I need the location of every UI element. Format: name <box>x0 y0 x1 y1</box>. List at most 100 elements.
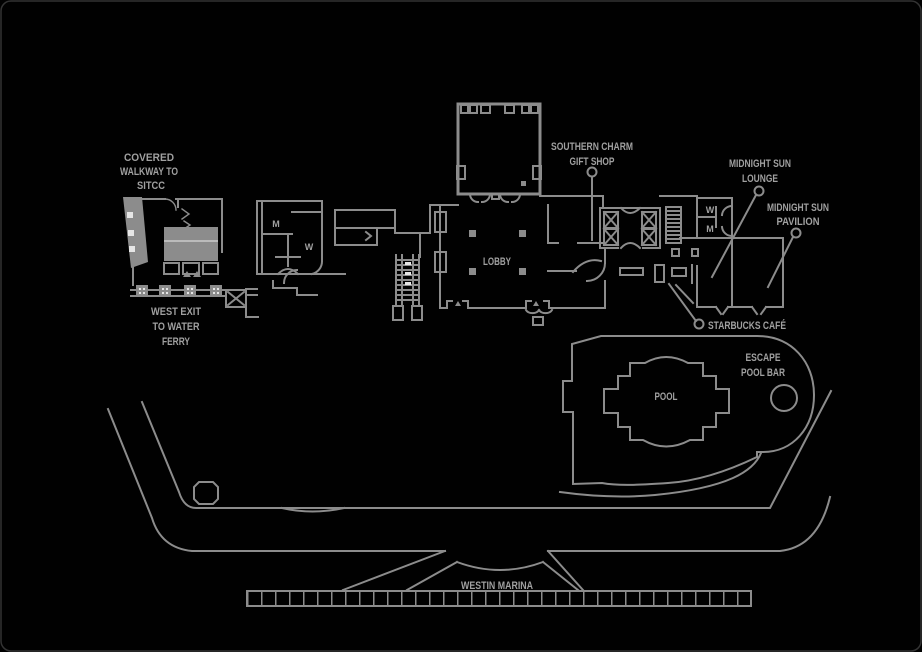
covered-walkway-band <box>123 197 148 268</box>
callout-marker-icon <box>586 166 598 178</box>
pool-outline <box>603 356 730 448</box>
west-annex <box>334 204 431 321</box>
wall-columns <box>456 165 542 180</box>
restroom-men-label: M <box>272 219 280 229</box>
lounge-label-line2: LOUNGE <box>742 173 778 185</box>
escalator-steps <box>395 259 420 301</box>
ballroom <box>456 102 542 204</box>
pool-bar-circle <box>770 384 798 412</box>
reception-desk-block <box>164 227 218 261</box>
door-chevron-icon <box>364 230 373 242</box>
south-vestibule <box>524 308 554 326</box>
marina-dock: WESTIN MARINA <box>246 580 752 607</box>
west-wing-walls <box>130 198 259 318</box>
gift-shop-label-line1: SOUTHERN CHARM <box>551 141 633 153</box>
restroom-women-label: W <box>706 205 715 215</box>
escalator-arrows <box>405 262 411 285</box>
marina-label: WESTIN MARINA <box>461 580 533 592</box>
pool-deck: POOL ESCAPE POOL BAR <box>558 335 816 498</box>
door-swing-arc <box>164 198 177 211</box>
callout-marker-icon <box>753 185 765 197</box>
west-wing <box>123 197 259 318</box>
west-exit-label-line2: TO WATER <box>153 321 200 333</box>
front-desk <box>547 259 603 274</box>
lounge-callout: MIDNIGHT SUN LOUNGE <box>710 158 791 279</box>
covered-walkway-label-line3: SITCC <box>137 180 165 192</box>
restrooms-right-fixtures <box>696 204 734 238</box>
pool-label: POOL <box>655 391 678 403</box>
window-bays <box>460 104 539 114</box>
path-curve-detail <box>280 506 346 513</box>
stair-treads <box>665 210 682 240</box>
dock-planks <box>246 590 752 607</box>
door-leaf <box>674 283 695 305</box>
elevator-shafts <box>603 211 657 246</box>
terrace-door-ticks <box>714 305 768 316</box>
door-swing-arc <box>585 261 607 283</box>
escalator-feet <box>392 305 423 321</box>
starbucks-counter <box>654 248 699 284</box>
callout-marker-icon <box>790 227 802 239</box>
west-annex-walls <box>334 204 431 258</box>
colonnade-columns <box>136 285 222 297</box>
covered-walkway-label-line1: COVERED <box>124 152 174 164</box>
gift-shop-callout: SOUTHERN CHARM GIFT SHOP <box>551 141 633 241</box>
west-exit-label-line1: WEST EXIT <box>151 306 201 318</box>
elevator-lobby-arcs <box>619 206 642 250</box>
pool-deck-outline <box>562 335 816 486</box>
lobby: LOBBY <box>429 195 644 326</box>
stairwell <box>665 206 682 244</box>
gift-shop-label-line2: GIFT SHOP <box>570 156 615 168</box>
pool-bar-label-line2: POOL BAR <box>741 367 785 379</box>
west-exit-label-line3: FERRY <box>162 336 191 348</box>
restrooms-mid: M W <box>256 200 346 296</box>
ballroom-door-swings <box>468 192 522 204</box>
deck-apron-curve <box>558 451 763 498</box>
callout-leader-line <box>710 193 758 279</box>
promenade-inner-edge <box>140 389 833 509</box>
elevator-walls <box>599 207 661 249</box>
pavilion-callout: MIDNIGHT SUN PAVILION <box>766 202 829 289</box>
covered-walkway-label-line2: WALKWAY TO <box>120 166 178 178</box>
lobby-label: LOBBY <box>483 256 511 268</box>
right-wing: W M <box>654 195 784 316</box>
west-labels: COVERED WALKWAY TO SITCC WEST EXIT TO WA… <box>120 152 201 348</box>
restroom-women-label: W <box>305 242 314 252</box>
lounge-label-line1: MIDNIGHT SUN <box>729 158 791 170</box>
pool-bar-label-line1: ESCAPE <box>746 352 781 364</box>
marina-fan-walkway <box>341 549 585 592</box>
elevator-bank <box>599 206 661 250</box>
column-dot <box>521 181 526 186</box>
walkway-detail-dots <box>127 212 135 252</box>
gazebo-octagon <box>193 481 219 505</box>
entry-flare <box>276 268 300 276</box>
ballroom-walls <box>456 102 542 196</box>
planter <box>619 267 644 276</box>
pavilion-label-line2: PAVILION <box>777 216 820 228</box>
lobby-wall-columns <box>434 211 447 273</box>
callout-marker-icon <box>693 318 705 330</box>
starbucks-label: STARBUCKS CAFÉ <box>708 319 786 332</box>
promenade-outer-edge <box>106 407 832 552</box>
stair-marks <box>183 271 201 277</box>
restroom-men-label: M <box>706 224 714 234</box>
callout-leader-line <box>667 282 698 323</box>
door-chevron-icon <box>181 208 192 230</box>
elevator-box <box>225 289 247 308</box>
door-swing-arc <box>310 259 324 276</box>
stairs <box>665 206 682 244</box>
lobby-columns <box>469 230 526 275</box>
pavilion-label-line1: MIDNIGHT SUN <box>767 202 829 214</box>
elevator-x-icon <box>226 290 246 307</box>
reception-counters <box>163 262 219 275</box>
starbucks-callout: STARBUCKS CAFÉ <box>667 282 786 332</box>
restrooms-mid-walls <box>256 200 346 296</box>
elevator-x-icons <box>602 210 658 247</box>
lobby-walls <box>429 195 606 309</box>
promenade-path <box>106 389 833 592</box>
corridor-door-arc <box>282 268 299 285</box>
entrance-jambs <box>446 300 550 309</box>
